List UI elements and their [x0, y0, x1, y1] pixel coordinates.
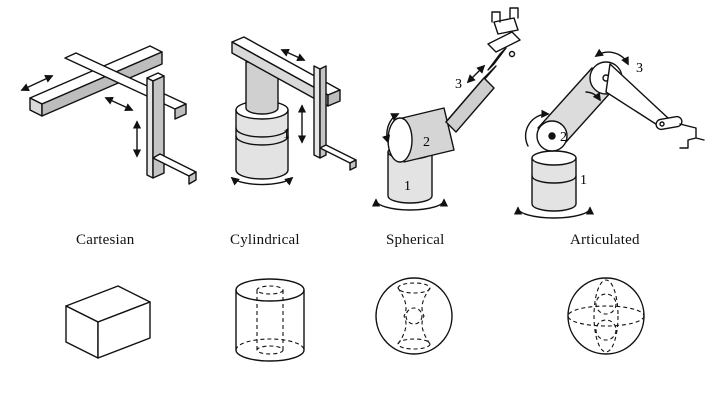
articulated-workspace-sphere — [567, 277, 645, 355]
caption-cylindrical: Cylindrical — [230, 232, 300, 248]
cartesian-workspace-box — [65, 285, 151, 359]
spherical-joint-3-label: 3 — [455, 77, 462, 92]
articulated-robot-illustration: 1 2 3 — [513, 48, 705, 219]
cylindrical-workspace-cylinder — [235, 278, 305, 362]
spherical-workspace-sphere — [375, 277, 453, 355]
spherical-joint-1-label: 1 — [404, 179, 411, 194]
articulated-rotation-arrow — [513, 206, 595, 219]
cartesian-y-arrow — [104, 97, 134, 111]
articulated-joint-1-label: 1 — [580, 173, 587, 188]
caption-articulated: Articulated — [570, 232, 640, 248]
cylindrical-rotation-arrow — [230, 176, 294, 186]
caption-cartesian: Cartesian — [76, 232, 135, 248]
cartesian-robot-illustration — [20, 45, 197, 185]
spherical-rotation-arrow — [371, 198, 449, 211]
articulated-shoulder-arrow — [524, 109, 550, 147]
cartesian-x-arrow — [20, 75, 54, 91]
caption-spherical: Spherical — [386, 232, 445, 248]
spherical-elevation-arrow — [382, 113, 400, 144]
articulated-joint-3-label: 3 — [636, 61, 643, 76]
cylindrical-joint-label: 1 — [283, 127, 290, 142]
spherical-joint-2-label: 2 — [423, 135, 430, 150]
articulated-elbow-arrow — [594, 48, 629, 66]
spherical-robot-illustration: 1 2 3 — [371, 7, 521, 211]
articulated-elbow-inner-arrow — [585, 91, 601, 102]
cylindrical-robot-illustration: 1 — [230, 36, 357, 186]
articulated-joint-2-label: 2 — [560, 130, 567, 145]
spherical-extension-arrow — [466, 64, 486, 84]
cylindrical-radial-arrow — [280, 48, 306, 62]
